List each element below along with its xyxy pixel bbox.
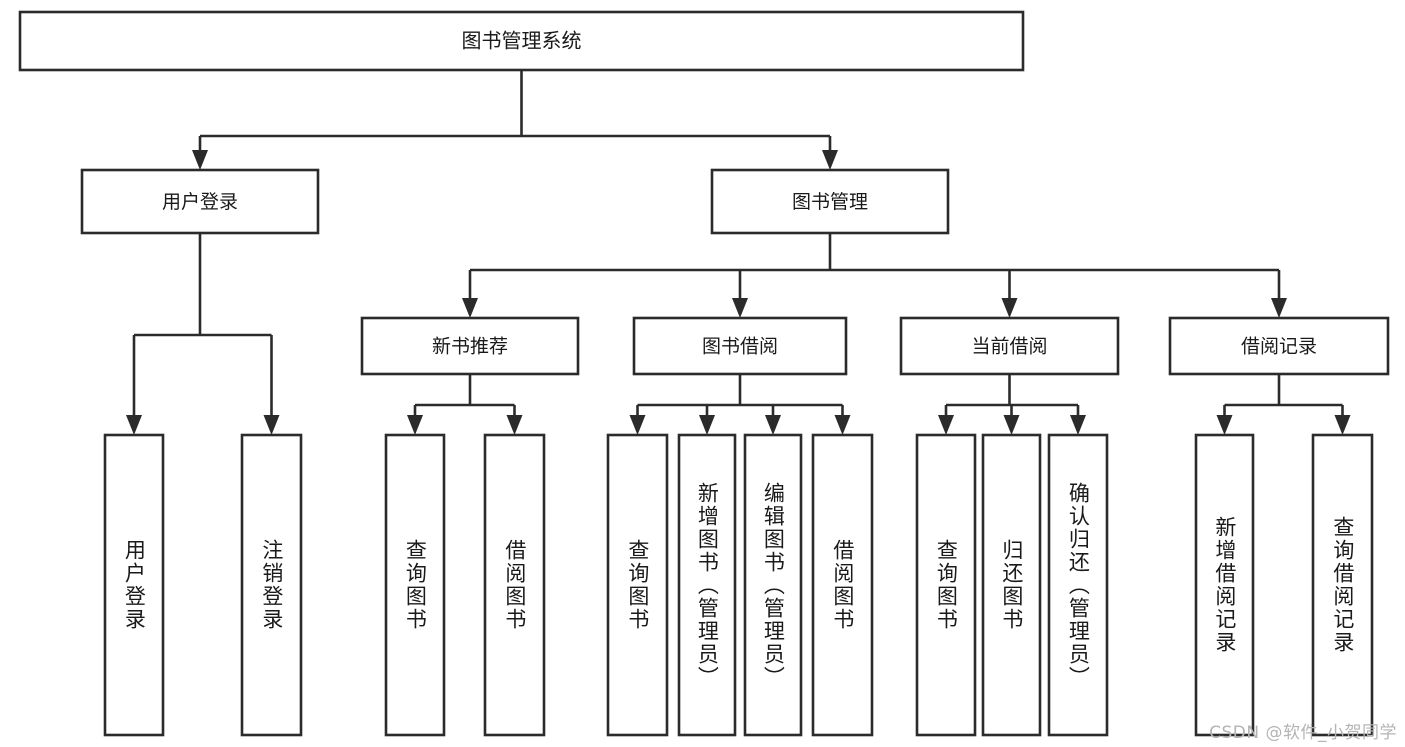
node-level3-label-1: 图书借阅 xyxy=(702,336,778,358)
node-level3-label-0: 新书推荐 xyxy=(432,336,508,358)
node-root-box[interactable] xyxy=(18,10,1025,72)
node-leaf-box-6[interactable] xyxy=(743,433,803,737)
node-level2-label-0: 用户登录 xyxy=(162,191,238,213)
node-leaf-box-11[interactable] xyxy=(1194,433,1255,737)
node-level2-box-1[interactable] xyxy=(710,168,950,235)
node-level3-box-2[interactable] xyxy=(899,316,1120,376)
arrowhead-icon xyxy=(192,150,208,170)
arrowhead-icon xyxy=(506,415,523,435)
watermark-text: CSDN @软件_小贺同学 xyxy=(1209,723,1397,743)
arrowhead-icon xyxy=(1334,415,1351,435)
arrowhead-icon xyxy=(1003,415,1020,435)
node-leaf-box-1[interactable] xyxy=(240,433,303,737)
arrowhead-icon xyxy=(732,298,748,318)
node-leaf-box-9[interactable] xyxy=(981,433,1042,737)
node-leaf-box-5[interactable] xyxy=(677,433,737,737)
arrowhead-icon xyxy=(822,150,838,170)
node-leaf-box-10[interactable] xyxy=(1047,433,1109,737)
node-leaf-box-7[interactable] xyxy=(811,433,874,737)
node-level3-label-3: 借阅记录 xyxy=(1241,336,1317,358)
node-leaf-box-2[interactable] xyxy=(384,433,446,737)
node-leaf-box-4[interactable] xyxy=(606,433,669,737)
arrowhead-icon xyxy=(938,415,954,435)
arrowhead-icon xyxy=(699,415,715,435)
arrowhead-icon xyxy=(765,415,781,435)
arrowhead-icon xyxy=(462,298,478,318)
node-root-label: 图书管理系统 xyxy=(462,29,582,53)
node-level3-box-0[interactable] xyxy=(360,316,580,376)
arrowhead-icon xyxy=(263,415,280,435)
node-level3-box-3[interactable] xyxy=(1168,316,1390,376)
node-leaf-box-8[interactable] xyxy=(915,433,977,737)
node-leaf-box-0[interactable] xyxy=(103,433,165,737)
arrowhead-icon xyxy=(407,415,423,435)
arrowhead-icon xyxy=(1001,298,1018,318)
node-level2-label-1: 图书管理 xyxy=(792,191,868,213)
node-leaf-box-3[interactable] xyxy=(483,433,546,737)
node-leaf-box-12[interactable] xyxy=(1311,433,1374,737)
node-level3-label-2: 当前借阅 xyxy=(971,336,1047,358)
arrowhead-icon xyxy=(1070,415,1086,435)
node-level3-box-1[interactable] xyxy=(632,316,848,376)
node-boxes xyxy=(18,10,1390,737)
connector-lines xyxy=(126,70,1351,435)
arrowhead-icon xyxy=(1271,298,1287,318)
arrowhead-icon xyxy=(629,415,646,435)
arrowhead-icon xyxy=(126,415,142,435)
arrowhead-icon xyxy=(1216,415,1233,435)
node-level2-box-0[interactable] xyxy=(80,168,320,235)
arrowhead-icon xyxy=(834,415,851,435)
